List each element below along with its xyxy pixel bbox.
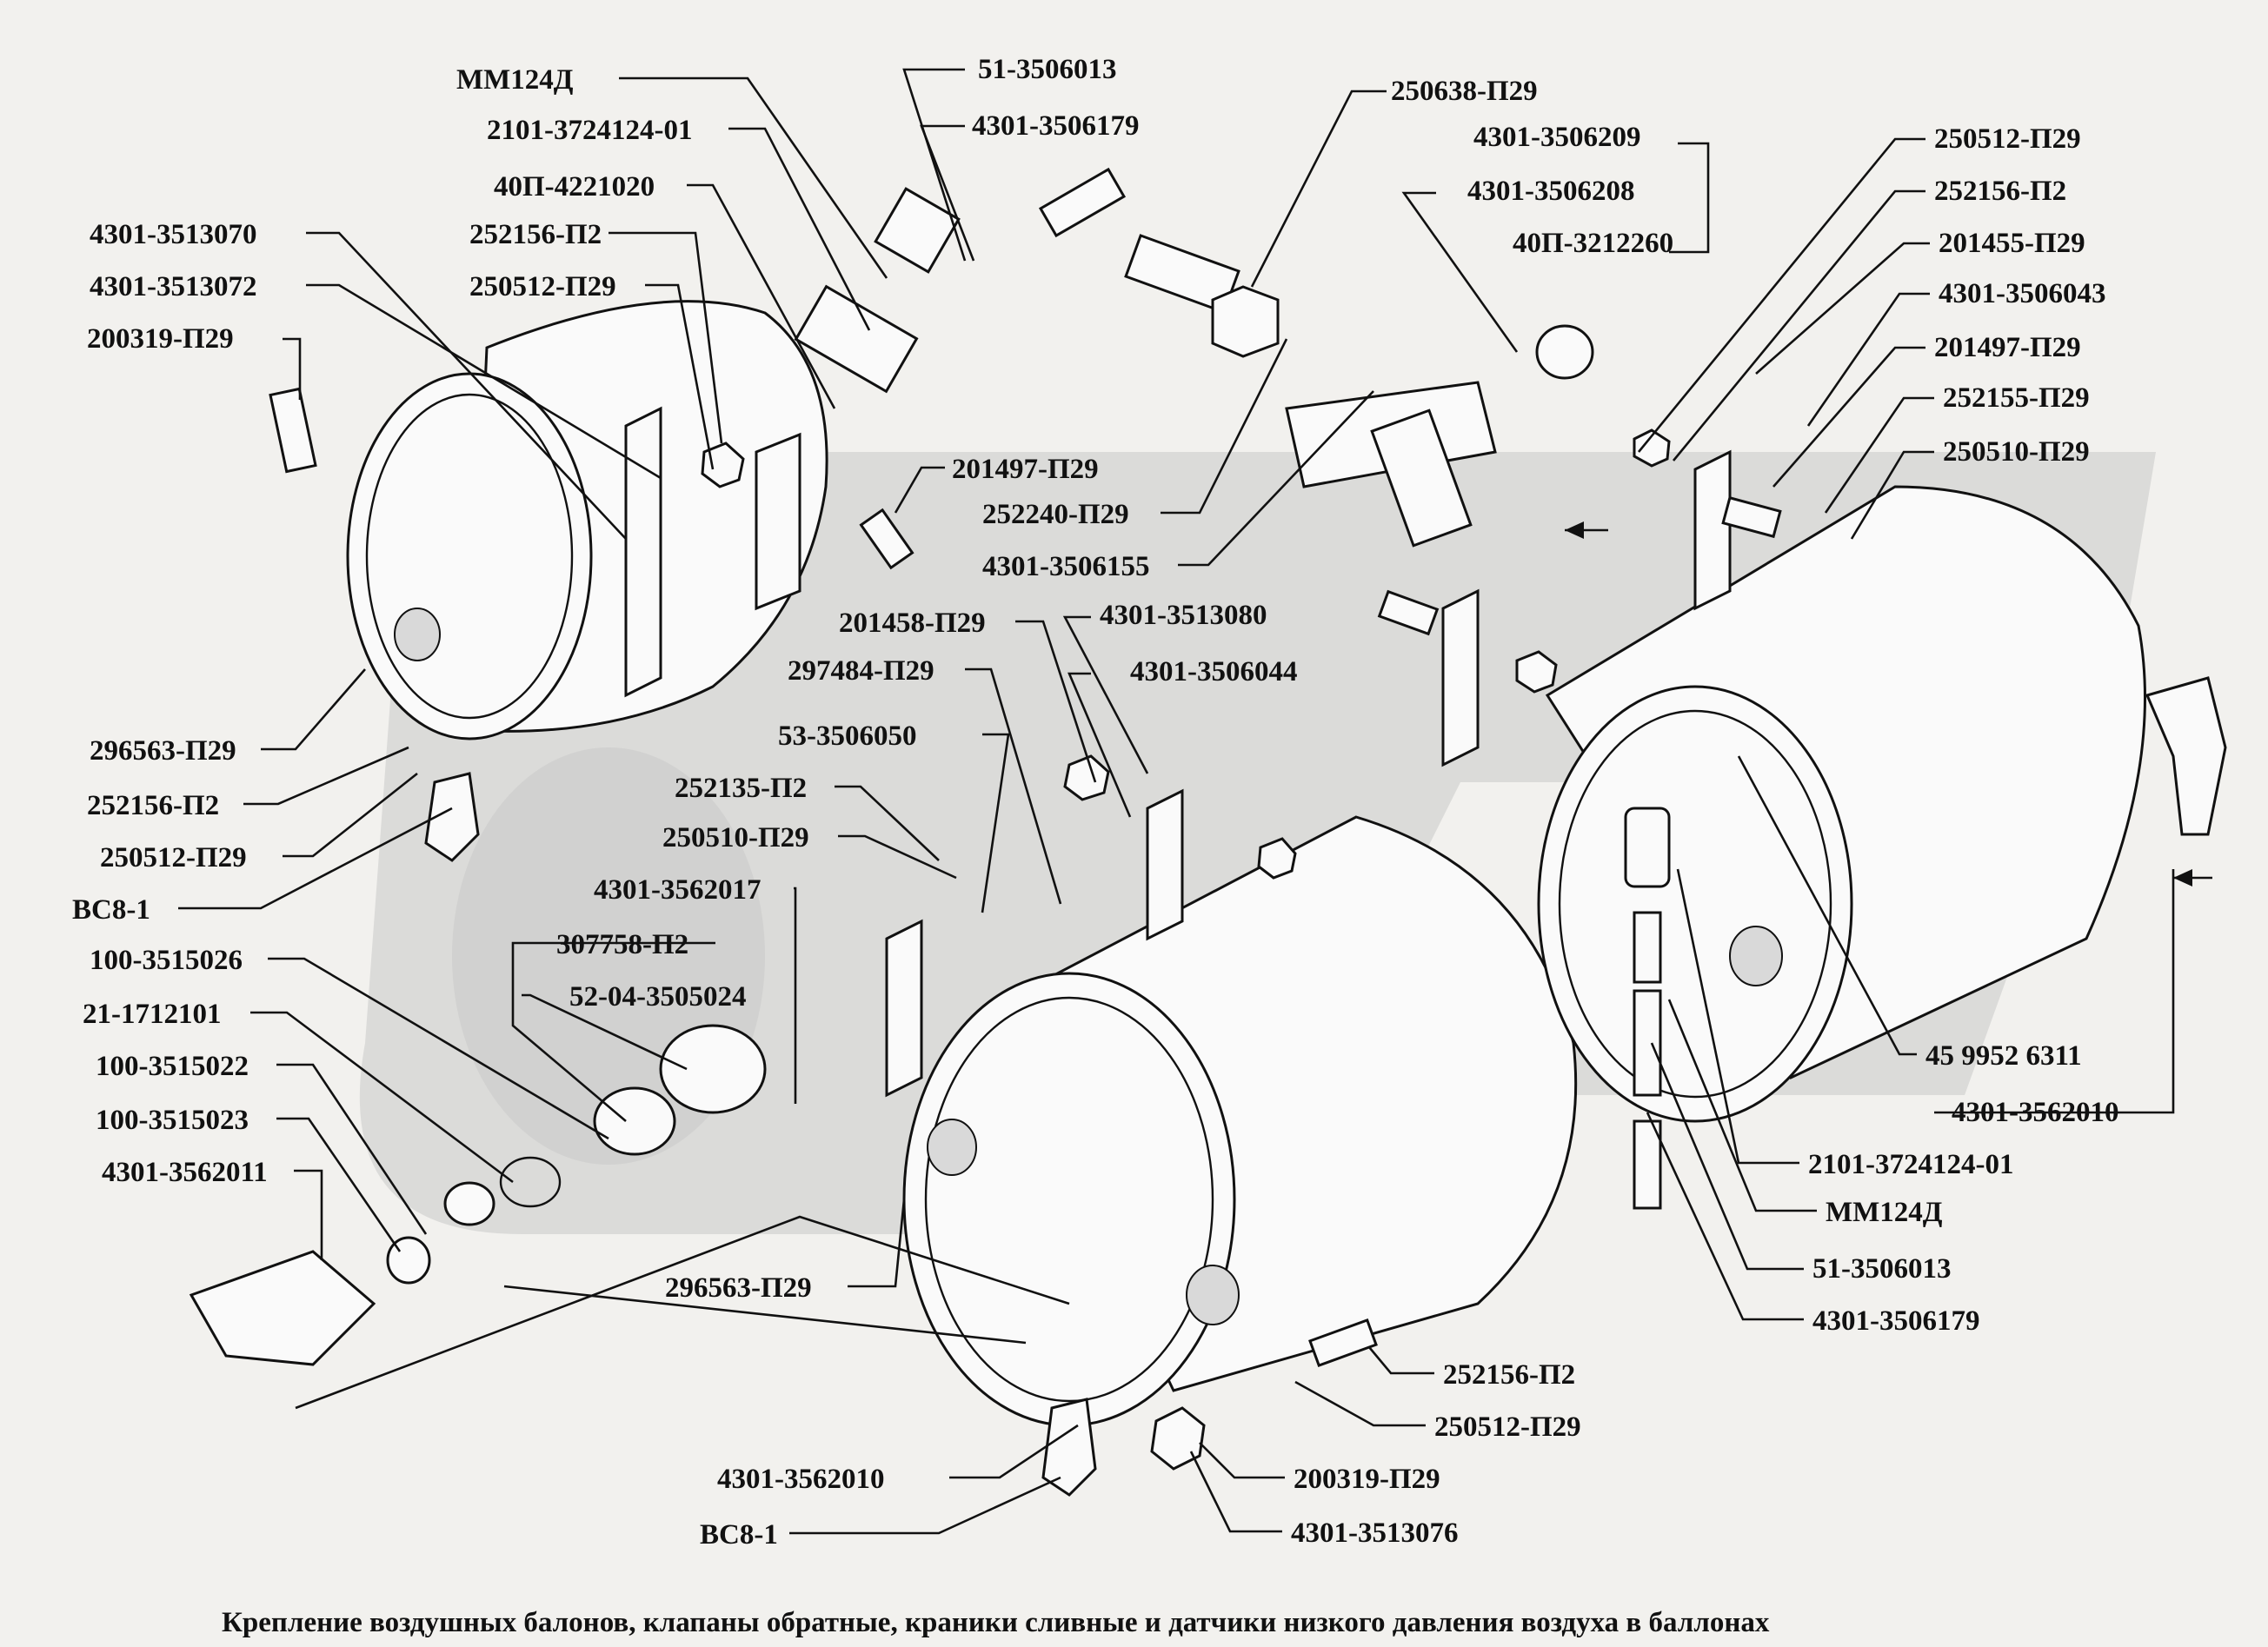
part-label: 4301-3506179 [972,110,1140,142]
part-label: ВС8-1 [72,894,150,926]
part-label: 40П-4221020 [494,171,655,203]
part-label: 296563-П29 [90,735,236,767]
part-label: 4301-3562017 [594,874,762,906]
part-label: 250510-П29 [662,822,809,853]
part-label: ММ124Д [1826,1197,1943,1228]
part-label: 250512-П29 [1934,123,2081,155]
part-label: 252156-П2 [1443,1359,1575,1391]
air-tank-right [1441,449,2146,1123]
labels-left: ММ124Д 51-3506013 2101-3724124-01 4301-3… [72,54,1298,1551]
part-label: 250512-П29 [469,271,616,302]
part-label: 296563-П29 [665,1272,812,1304]
part-label: 52-04-3505024 [569,981,746,1013]
part-label: 4301-3513070 [90,219,257,250]
part-label: 250512-П29 [100,842,247,873]
part-label: 201455-П29 [1939,228,2085,259]
part-label: 4301-3506208 [1467,176,1635,207]
leader-lines-right [1189,90,2175,1533]
part-label: 100-3515026 [90,945,243,976]
diagram-caption: Крепление воздушных балонов, клапаны обр… [222,1607,1770,1638]
part-label: 4301-3506209 [1473,122,1641,153]
part-label: 201497-П29 [1934,332,2081,363]
leader-lines-left [178,68,1374,1535]
part-label: 4301-3513072 [90,271,257,302]
labels-right: 250638-П29 4301-3506209 4301-3506208 40П… [1291,76,2119,1549]
air-tank-lower-middle [885,788,1578,1427]
part-label: 307758-П2 [556,929,688,960]
part-label: 201458-П29 [839,608,986,639]
flow-arrow [2173,869,2212,887]
part-label: 250512-П29 [1434,1411,1581,1443]
part-label: 252135-П2 [675,773,807,804]
part-label: 252156-П2 [1934,176,2066,207]
part-label: 250510-П29 [1943,436,2090,468]
part-label: 2101-3724124-01 [1808,1149,2013,1180]
part-label: 45 9952 6311 [1925,1040,2082,1072]
part-label: 252240-П29 [982,499,1129,530]
part-label: 40П-3212260 [1513,228,1673,259]
part-label: ММ124Д [456,64,574,96]
part-label: 4301-3513076 [1291,1517,1459,1549]
part-label: 200319-П29 [87,323,234,355]
part-label: 100-3515022 [96,1051,249,1082]
part-label: 252155-П29 [1943,382,2090,414]
part-label: 4301-3513080 [1100,600,1267,631]
part-label: 297484-П29 [788,655,934,687]
part-label: 100-3515023 [96,1105,249,1136]
part-label: 51-3506013 [978,54,1117,85]
part-label: 200319-П29 [1294,1464,1440,1495]
part-label: 4301-3506044 [1130,656,1298,687]
flow-arrow [1565,521,1608,539]
part-label: 51-3506013 [1812,1253,1952,1285]
part-label: 4301-3562010 [1952,1097,2119,1128]
part-label: 53-3506050 [778,721,917,752]
part-label: 4301-3506179 [1812,1305,1980,1337]
part-label: 4301-3562011 [102,1157,268,1188]
part-label: 21-1712101 [83,999,222,1030]
part-label: ВС8-1 [700,1519,778,1551]
part-label: 252156-П2 [469,219,602,250]
fittings [189,167,2227,1497]
part-label: 2101-3724124-01 [487,115,692,146]
part-label: 4301-3506043 [1939,278,2106,309]
part-label: 4301-3562010 [717,1464,885,1495]
part-label: 201497-П29 [952,454,1099,485]
part-label: 252156-П2 [87,790,219,821]
part-label: 250638-П29 [1391,76,1538,107]
part-label: 4301-3506155 [982,551,1150,582]
